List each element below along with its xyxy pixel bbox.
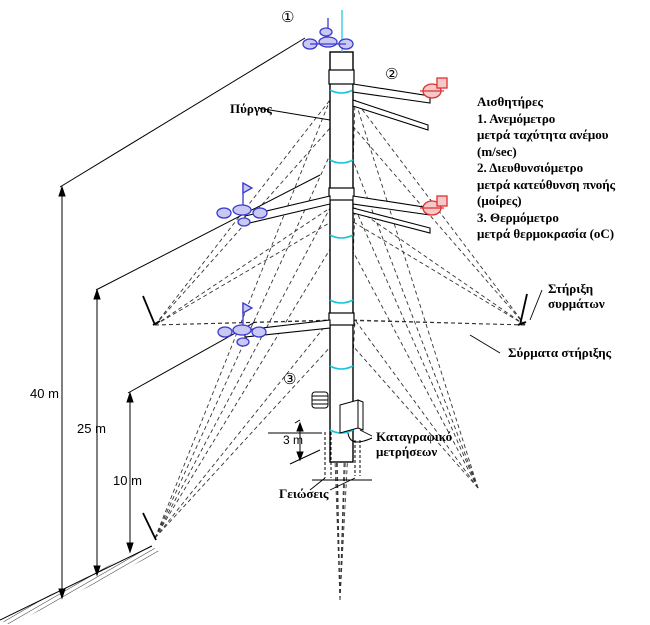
legend-line: (μοίρες) (477, 193, 522, 208)
dimension-3m: 3 m (283, 433, 303, 447)
grounding-rods (324, 432, 361, 478)
leader-lines (257, 107, 543, 491)
label-tower: Πύργος (230, 101, 272, 116)
anemometer-top (302, 18, 354, 50)
legend-line: 1. Ανεμόμετρο (477, 110, 556, 126)
legend-title: Αισθητήρες (477, 94, 544, 109)
ground-hatching (0, 545, 160, 625)
dimension-25m: 25 m (77, 421, 106, 436)
legend-line: μετρά κατεύθυνση πνοής (477, 176, 616, 192)
legend-line: (m/sec) (477, 143, 517, 159)
label-grounding: Γειώσεις (279, 486, 329, 501)
callout-1: ① (281, 9, 294, 26)
label-guy-wires: Σύρματα στήριξης (508, 345, 612, 360)
callout-3: ③ (283, 371, 296, 388)
legend-line: 2. Διευθυνσιόμετρο (477, 160, 584, 175)
thermometer (311, 391, 329, 409)
wind-vane-mid (420, 195, 448, 216)
wire-anchors (142, 293, 528, 541)
label-logger-1: Καταγραφικό (376, 429, 452, 444)
anemometer-mid (216, 181, 268, 227)
dimension-lines (58, 37, 322, 600)
label-wire-anchor-2: συρμάτων (548, 296, 605, 311)
dimension-10m: 10 m (113, 473, 142, 488)
sensor-booms (244, 83, 431, 338)
sensor-legend: Αισθητήρες 1. Ανεμόμετρο μετρά ταχύτητα … (477, 94, 647, 243)
legend-line: μετρά ταχύτητα ανέμου (477, 127, 609, 142)
legend-line: 3. Θερμόμετρο (477, 209, 559, 225)
dimension-40m: 40 m (30, 386, 59, 401)
legend-line: μετρά θερμοκρασία (oC) (477, 226, 615, 241)
anemometer-low (217, 301, 267, 347)
tower-pole (328, 10, 355, 463)
label-logger-2: μετρήσεων (376, 444, 437, 459)
data-logger-box (339, 399, 373, 443)
wind-vane-top (420, 77, 448, 99)
callout-2: ② (385, 66, 398, 83)
label-wire-anchor-1: Στήριξη (548, 281, 593, 296)
